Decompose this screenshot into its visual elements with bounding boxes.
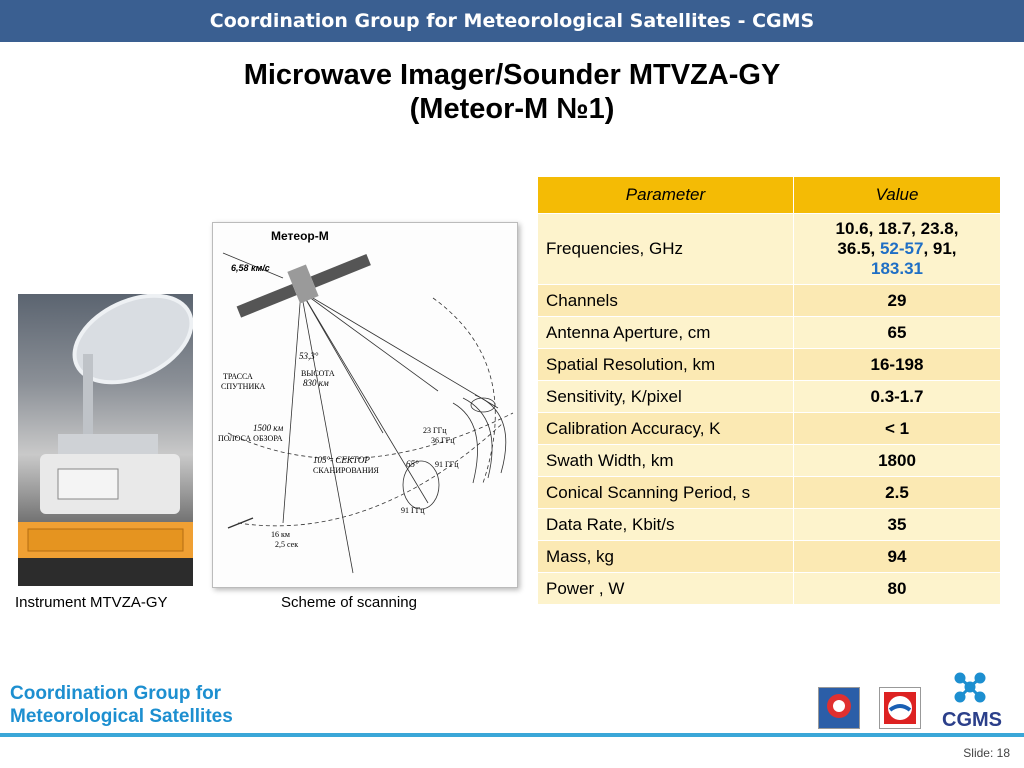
param-frequencies: Frequencies, GHz bbox=[537, 213, 794, 285]
instrument-illustration bbox=[18, 294, 193, 586]
scheme-altitude-label-1: ВЫСОТА bbox=[301, 369, 335, 378]
value-cell: 65 bbox=[792, 316, 1002, 349]
scheme-distance-label: 16 км bbox=[271, 530, 290, 539]
page-title: Microwave Imager/Sounder MTVZA-GY (Meteo… bbox=[0, 58, 1024, 126]
scheme-36ghz-label: 36 ГГц bbox=[431, 436, 455, 445]
instrument-photo bbox=[18, 294, 193, 586]
roshydromet-emblem-icon bbox=[879, 687, 921, 729]
wordmark-line2: Meteorological Satellites bbox=[10, 706, 233, 727]
value-cell: 29 bbox=[792, 284, 1002, 317]
scheme-track-label-1: ТРАССА bbox=[223, 372, 253, 381]
value-cell: 35 bbox=[792, 508, 1002, 541]
value-cell: < 1 bbox=[792, 412, 1002, 445]
cgms-wordmark: Coordination Group for Meteorological Sa… bbox=[10, 682, 233, 728]
freq-part-2: 36.5, bbox=[837, 239, 880, 258]
parameter-table: Parameter Value Frequencies, GHz 10.6, 1… bbox=[537, 176, 1002, 605]
param-cell: Calibration Accuracy, K bbox=[537, 412, 794, 445]
footer-divider bbox=[0, 733, 1024, 737]
param-cell: Conical Scanning Period, s bbox=[537, 476, 794, 509]
header-value: Value bbox=[792, 176, 1002, 214]
scheme-swath-label-1: 1500 км bbox=[253, 423, 283, 433]
value-cell: 16-198 bbox=[792, 348, 1002, 381]
cgms-logo: CGMS bbox=[942, 670, 1012, 731]
param-cell: Power , W bbox=[537, 572, 794, 605]
param-cell: Swath Width, km bbox=[537, 444, 794, 477]
roscosmos-emblem-icon bbox=[818, 687, 860, 729]
scheme-caption: Scheme of scanning bbox=[281, 594, 417, 611]
scheme-23ghz-label: 23 ГГц bbox=[423, 426, 447, 435]
scheme-91ghz-label-a: 91 ГГц bbox=[435, 460, 459, 469]
freq-part-5: 183.31 bbox=[870, 259, 923, 278]
value-cell: 0.3-1.7 bbox=[792, 380, 1002, 413]
freq-part-4: , 91, bbox=[923, 239, 957, 258]
page-title-line2: (Meteor-M №1) bbox=[409, 93, 615, 125]
param-cell: Channels bbox=[537, 284, 794, 317]
scheme-sector-label-1: 105°- СЕКТОР bbox=[313, 455, 370, 465]
table-row: Frequencies, GHz 10.6, 18.7, 23.8, 36.5,… bbox=[537, 213, 1002, 285]
param-cell: Antenna Aperture, cm bbox=[537, 316, 794, 349]
scanning-scheme: Метеор-М 6,58 км/с ТРАССА СПУТНИКА 53,3°… bbox=[212, 222, 518, 588]
table-row: Calibration Accuracy, K< 1 bbox=[537, 412, 1002, 445]
scheme-91ghz-label-b: 91 ГГц bbox=[401, 506, 425, 515]
scheme-satellite-label: Метеор-М bbox=[271, 229, 329, 243]
freq-part-1: 10.6, 18.7, 23.8, bbox=[835, 219, 959, 238]
value-cell: 2.5 bbox=[792, 476, 1002, 509]
param-cell: Data Rate, Kbit/s bbox=[537, 508, 794, 541]
table-header-row: Parameter Value bbox=[537, 176, 1002, 214]
header-parameter: Parameter bbox=[537, 176, 794, 214]
page-title-line1: Microwave Imager/Sounder MTVZA-GY bbox=[243, 59, 781, 91]
header-bar: Coordination Group for Meteorological Sa… bbox=[0, 0, 1024, 42]
value-cell: 1800 bbox=[792, 444, 1002, 477]
scheme-altitude-label-2: 830 км bbox=[303, 378, 329, 388]
param-cell: Sensitivity, K/pixel bbox=[537, 380, 794, 413]
cgms-logo-text: CGMS bbox=[942, 709, 1002, 731]
cgms-molecule-icon bbox=[954, 672, 986, 703]
scheme-speed-label: 6,58 км/с bbox=[231, 263, 270, 273]
scheme-sector-label-2: СКАНИРОВАНИЯ bbox=[313, 466, 379, 475]
slide-number: Slide: 18 bbox=[963, 746, 1010, 760]
value-frequencies: 10.6, 18.7, 23.8, 36.5, 52-57, 91, 183.3… bbox=[792, 213, 1002, 285]
scheme-track-label-2: СПУТНИКА bbox=[221, 382, 266, 391]
scheme-cone-angle-label: 65° bbox=[406, 459, 419, 469]
freq-part-3: 52-57 bbox=[879, 239, 924, 258]
param-cell: Mass, kg bbox=[537, 540, 794, 573]
value-cell: 80 bbox=[792, 572, 1002, 605]
param-cell: Spatial Resolution, km bbox=[537, 348, 794, 381]
scanning-diagram: Метеор-М 6,58 км/с ТРАССА СПУТНИКА 53,3°… bbox=[218, 229, 514, 574]
scheme-swath-label-2: ПОЛОСА ОБЗОРА bbox=[218, 434, 283, 443]
scheme-angle-label: 53,3° bbox=[299, 351, 319, 361]
scheme-time-label: 2,5 сек bbox=[275, 540, 298, 549]
wordmark-line1: Coordination Group for bbox=[10, 683, 222, 704]
instrument-caption: Instrument MTVZA-GY bbox=[15, 594, 168, 611]
value-cell: 94 bbox=[792, 540, 1002, 573]
